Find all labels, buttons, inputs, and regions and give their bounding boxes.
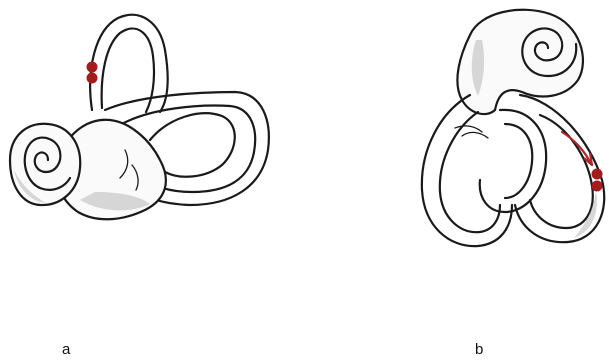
panel-a-marker-lower bbox=[87, 73, 98, 84]
panel-a-cochlea bbox=[10, 124, 80, 205]
panel-a-labyrinth bbox=[10, 15, 269, 219]
panel-b-label: b bbox=[475, 342, 483, 357]
panel-b-marker-lower bbox=[592, 181, 603, 192]
panel-b-marker-upper bbox=[592, 169, 603, 180]
panel-b-lateral-canal bbox=[480, 110, 546, 212]
panel-b-anterior-canal bbox=[422, 95, 512, 246]
panel-a-label: a bbox=[62, 342, 70, 357]
panel-b-labyrinth bbox=[422, 10, 604, 246]
panel-a-marker-upper bbox=[87, 62, 98, 73]
